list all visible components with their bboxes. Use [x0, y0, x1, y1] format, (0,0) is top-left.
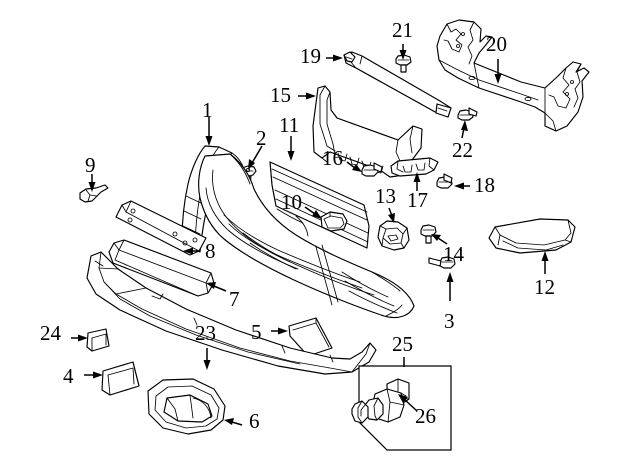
callout-label-25: 25 — [392, 332, 413, 356]
callout-label-24: 24 — [40, 321, 61, 345]
callout-label-16: 16 — [322, 146, 343, 170]
callout-label-26: 26 — [415, 404, 436, 428]
part-5-filler-panel — [288, 317, 333, 357]
callout-label-18: 18 — [474, 173, 495, 197]
callout-label-5: 5 — [251, 320, 262, 344]
part-22-bolt — [457, 107, 478, 121]
callout-label-11: 11 — [279, 113, 300, 137]
part-23-lower-valance-spoiler — [86, 251, 377, 375]
callout-label-1: 1 — [202, 98, 213, 122]
part-3-screw — [428, 256, 456, 269]
part-4-insert-cap-lower — [101, 361, 140, 396]
part-13-mounting-bracket — [377, 220, 410, 251]
part-14-bolt — [420, 224, 437, 244]
callout-label-7: 7 — [229, 287, 240, 311]
callout-label-21: 21 — [392, 18, 413, 42]
part-24-insert-cap-upper — [86, 328, 110, 352]
part-20-reinforcement-beam — [436, 19, 590, 132]
callout-label-14: 14 — [443, 242, 464, 266]
callout-label-8: 8 — [205, 239, 216, 263]
part-17-lower-reinforcement-plate — [390, 157, 439, 177]
callout-label-4: 4 — [63, 364, 74, 388]
part-21-bolt — [395, 54, 412, 73]
callout-label-17: 17 — [407, 188, 428, 212]
callout-label-13: 13 — [375, 184, 396, 208]
callout-label-10: 10 — [281, 190, 302, 214]
callout-label-23: 23 — [195, 321, 216, 345]
part-9-bracket — [79, 184, 109, 203]
part-16-clip — [361, 162, 383, 177]
callout-leaders — [71, 44, 549, 426]
callout-label-9: 9 — [85, 153, 96, 177]
callout-label-20: 20 — [486, 32, 507, 56]
part-12-side-grille-trim — [488, 218, 576, 254]
part-7-lower-grille-molding — [108, 239, 215, 297]
callout-label-6: 6 — [249, 409, 260, 433]
callout-label-15: 15 — [270, 83, 291, 107]
callout-label-12: 12 — [534, 275, 555, 299]
part-19-upper-tie-bar — [343, 51, 452, 118]
callout-label-22: 22 — [452, 138, 473, 162]
part-10-tow-hook-cover — [320, 211, 348, 232]
callout-label-2: 2 — [256, 126, 267, 150]
main-bumper-cover — [198, 153, 415, 319]
part-6-fog-lamp-bezel — [147, 378, 226, 435]
callout-label-19: 19 — [300, 44, 321, 68]
part-18-screw — [436, 173, 453, 189]
callout-label-3: 3 — [444, 309, 455, 333]
